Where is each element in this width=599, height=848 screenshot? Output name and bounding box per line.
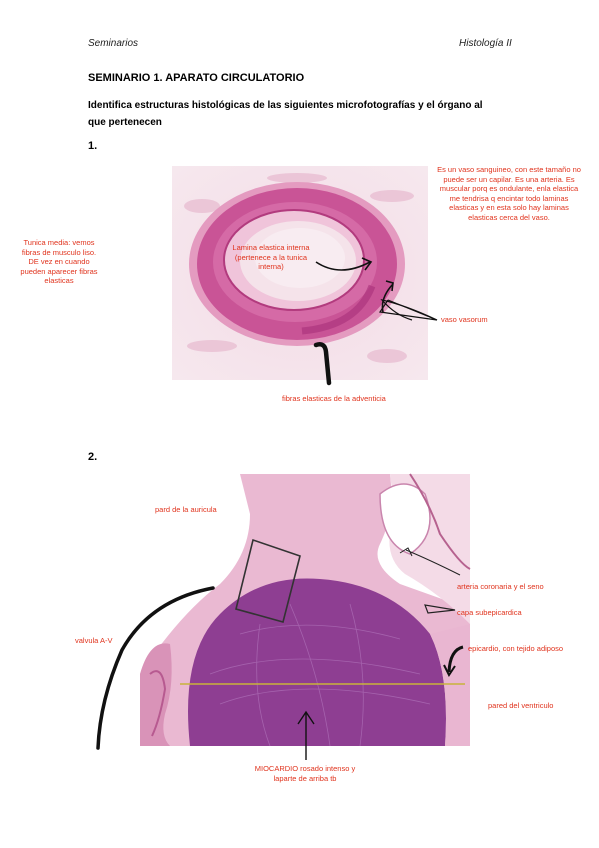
instruction-text: Identifica estructuras histológicas de l… [88, 100, 483, 128]
header-left: Seminarios [88, 38, 139, 49]
annotation-vaso-sanguineo: Es un vaso sanguineo, con este tamaño no… [437, 165, 581, 222]
annotation-tunica-media: Tunica media: vemos fibras de musculo li… [20, 238, 98, 285]
annotation-vaso-vasorum: vaso vasorum [441, 315, 488, 324]
question-1-number: 1. [88, 140, 98, 152]
artery-micrograph [172, 166, 428, 380]
annotation-lamina-elastica: Lamina elastica interna (pertenece a la … [232, 243, 310, 271]
annotation-coronaria: arteria coronaria y el seno [457, 582, 544, 591]
annotation-subepicardica: capa subepicardica [457, 608, 522, 617]
annotation-auricula: pard de la auricula [155, 505, 217, 514]
question-2-number: 2. [88, 451, 98, 463]
annotation-ventriculo: pared del ventriculo [488, 701, 554, 710]
page-title: SEMINARIO 1. APARATO CIRCULATORIO [88, 72, 305, 84]
heart-micrograph [140, 473, 471, 747]
annotation-miocardio: MIOCARDIO rosado intenso y laparte de ar… [254, 764, 356, 783]
annotation-adventicia: fibras elasticas de la adventicia [282, 394, 386, 403]
annotation-valvula: valvula A-V [75, 636, 113, 645]
annotation-epicardio: epicardio, con tejido adiposo [468, 644, 564, 653]
header-right: Histología II [459, 38, 512, 49]
